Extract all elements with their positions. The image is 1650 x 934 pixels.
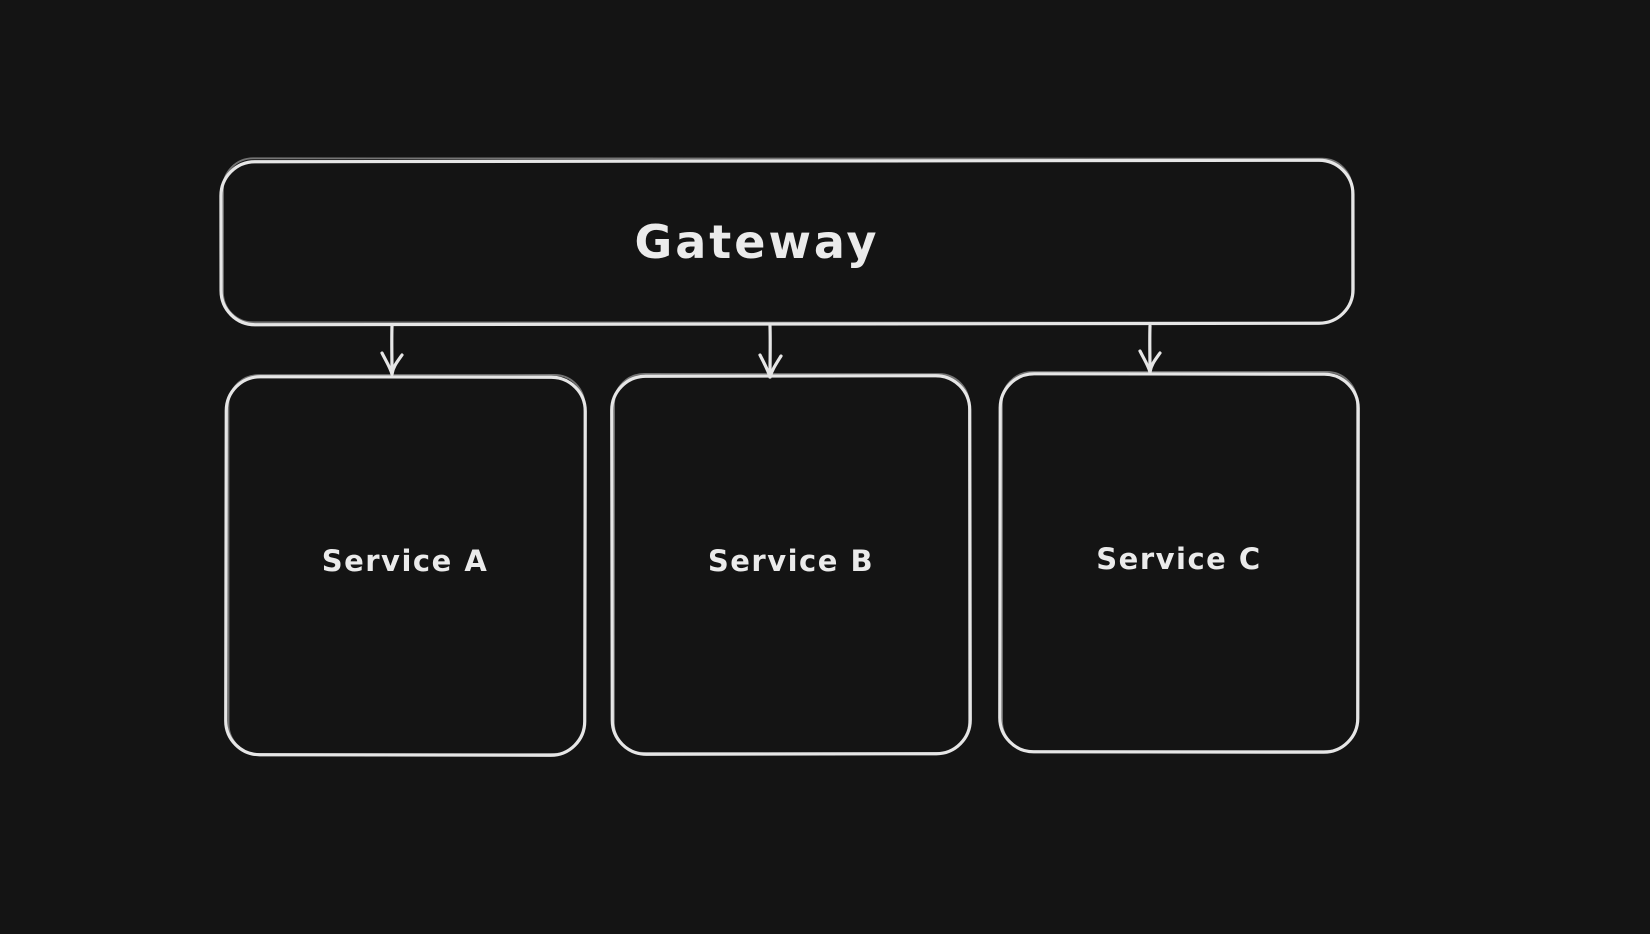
service-c-label: Service C [1096,542,1261,576]
gateway-box [219,158,1355,327]
service-a-box-sketch [227,374,586,755]
service-b-node[interactable] [610,373,972,756]
service-b-label: Service B [708,544,874,578]
service-c-node[interactable] [998,371,1360,754]
diagram-strokes [219,157,1360,757]
service-c-box [998,372,1360,754]
service-a-box [224,375,587,757]
edge-gateway-service-a[interactable] [380,324,404,376]
service-a-node[interactable] [224,374,587,757]
arrowhead-down-icon [380,351,404,376]
diagram-labels: Gateway Service A Service B Service C [322,215,1261,578]
gateway-label: Gateway [634,215,879,269]
service-b-box [610,374,972,756]
gateway-node[interactable] [219,157,1355,327]
edge-gateway-service-c[interactable] [1138,324,1162,374]
edge-gateway-service-b[interactable] [758,324,783,379]
gateway-box-sketch [222,157,1353,324]
service-b-box-sketch [613,373,970,754]
arrowhead-down-icon [1138,349,1162,374]
service-c-box-sketch [1001,371,1358,752]
service-a-label: Service A [322,544,489,578]
